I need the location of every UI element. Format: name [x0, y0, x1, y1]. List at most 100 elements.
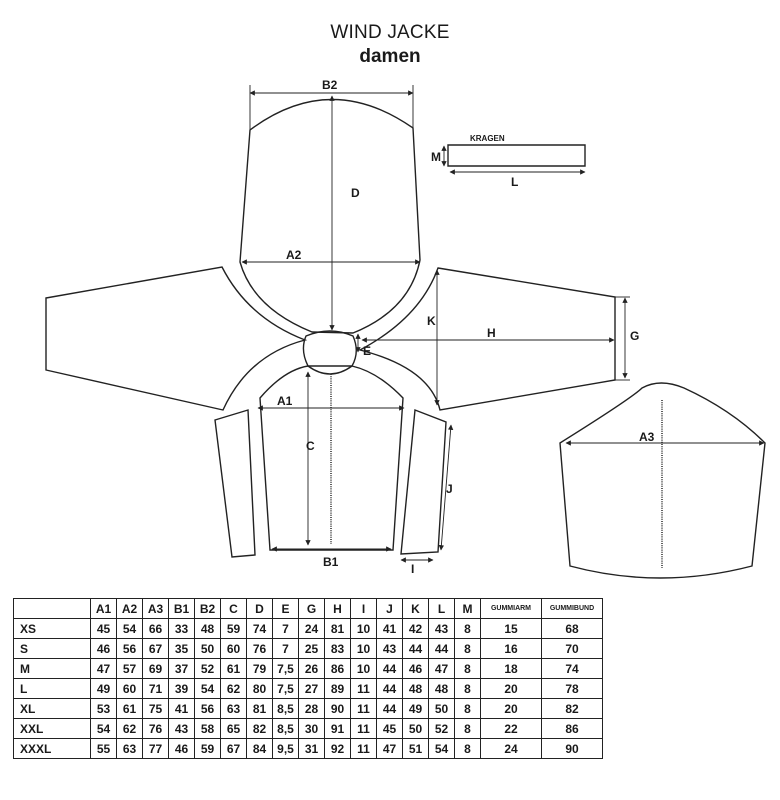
- table-cell: 78: [541, 678, 603, 699]
- table-cell: 8,5: [272, 698, 299, 719]
- table-cell: 52: [428, 718, 455, 739]
- label-j: J: [446, 482, 453, 496]
- table-cell: 43: [376, 638, 403, 659]
- table-cell: 7,5: [272, 678, 299, 699]
- table-cell: 46: [168, 738, 195, 759]
- table-cell: 49: [402, 698, 429, 719]
- table-cell: 45: [376, 718, 403, 739]
- table-cell: 61: [116, 698, 143, 719]
- size-label-cell: XS: [13, 618, 91, 639]
- header-cell: A3: [142, 598, 169, 619]
- label-b1: B1: [323, 555, 339, 569]
- table-cell: 43: [168, 718, 195, 739]
- dim-line-j: [438, 424, 454, 551]
- header-cell: A1: [90, 598, 117, 619]
- table-cell: 46: [402, 658, 429, 679]
- table-cell: 47: [376, 738, 403, 759]
- label-kragen: KRAGEN: [470, 134, 505, 143]
- size-label-cell: XXXL: [13, 738, 91, 759]
- table-cell: 31: [298, 738, 325, 759]
- diagram-subtitle: damen: [359, 46, 421, 67]
- table-cell: 66: [142, 618, 169, 639]
- table-cell: 10: [350, 658, 377, 679]
- table-cell: 11: [350, 678, 377, 699]
- table-cell: 10: [350, 618, 377, 639]
- table-cell: 60: [220, 638, 247, 659]
- label-e: E: [363, 344, 371, 358]
- table-cell: 71: [142, 678, 169, 699]
- table-cell: 53: [90, 698, 117, 719]
- table-cell: 39: [168, 678, 195, 699]
- table-cell: 69: [142, 658, 169, 679]
- table-cell: 52: [194, 658, 221, 679]
- table-cell: 61: [220, 658, 247, 679]
- header-cell: GUMMIARM: [480, 598, 542, 619]
- table-cell: 48: [428, 678, 455, 699]
- table-cell: 8: [454, 738, 481, 759]
- table-cell: 15: [480, 618, 542, 639]
- table-cell: 67: [220, 738, 247, 759]
- table-cell: 91: [324, 718, 351, 739]
- table-cell: 27: [298, 678, 325, 699]
- table-cell: 54: [116, 618, 143, 639]
- label-c: C: [306, 439, 315, 453]
- table-cell: 42: [402, 618, 429, 639]
- back-piece: [559, 382, 766, 579]
- table-cell: 56: [194, 698, 221, 719]
- table-cell: 35: [168, 638, 195, 659]
- label-i: I: [411, 562, 414, 576]
- size-label-cell: XXL: [13, 718, 91, 739]
- header-cell: GUMMIBUND: [541, 598, 603, 619]
- table-cell: 90: [324, 698, 351, 719]
- table-cell: 48: [194, 618, 221, 639]
- label-h: H: [487, 326, 496, 340]
- table-cell: 37: [168, 658, 195, 679]
- size-label-cell: XL: [13, 698, 91, 719]
- table-cell: 8,5: [272, 718, 299, 739]
- table-cell: 9,5: [272, 738, 299, 759]
- table-cell: 50: [194, 638, 221, 659]
- header-cell: E: [272, 598, 299, 619]
- table-cell: 8: [454, 658, 481, 679]
- table-cell: 59: [194, 738, 221, 759]
- table-cell: 80: [246, 678, 273, 699]
- header-cell: J: [376, 598, 403, 619]
- table-cell: 74: [541, 658, 603, 679]
- table-cell: 25: [298, 638, 325, 659]
- table-cell: 54: [194, 678, 221, 699]
- header-cell: A2: [116, 598, 143, 619]
- table-cell: 47: [428, 658, 455, 679]
- table-cell: 8: [454, 718, 481, 739]
- table-cell: 7,5: [272, 658, 299, 679]
- table-cell: 49: [90, 678, 117, 699]
- table-cell: 11: [350, 718, 377, 739]
- table-cell: 44: [376, 698, 403, 719]
- table-cell: 41: [168, 698, 195, 719]
- table-cell: 86: [541, 718, 603, 739]
- table-cell: 50: [428, 698, 455, 719]
- left-side-panel: [214, 409, 256, 558]
- header-cell: M: [454, 598, 481, 619]
- table-cell: 44: [402, 638, 429, 659]
- table-cell: 45: [90, 618, 117, 639]
- table-cell: 55: [90, 738, 117, 759]
- table-cell: 20: [480, 698, 542, 719]
- table-cell: 82: [246, 718, 273, 739]
- table-cell: 47: [90, 658, 117, 679]
- table-cell: 22: [480, 718, 542, 739]
- table-cell: 16: [480, 638, 542, 659]
- table-cell: 58: [194, 718, 221, 739]
- table-cell: 8: [454, 618, 481, 639]
- label-l: L: [511, 175, 518, 189]
- table-cell: 54: [428, 738, 455, 759]
- table-cell: 82: [541, 698, 603, 719]
- table-cell: 28: [298, 698, 325, 719]
- size-label-cell: M: [13, 658, 91, 679]
- table-cell: 81: [246, 698, 273, 719]
- table-cell: 20: [480, 678, 542, 699]
- front-body-piece: [259, 365, 404, 551]
